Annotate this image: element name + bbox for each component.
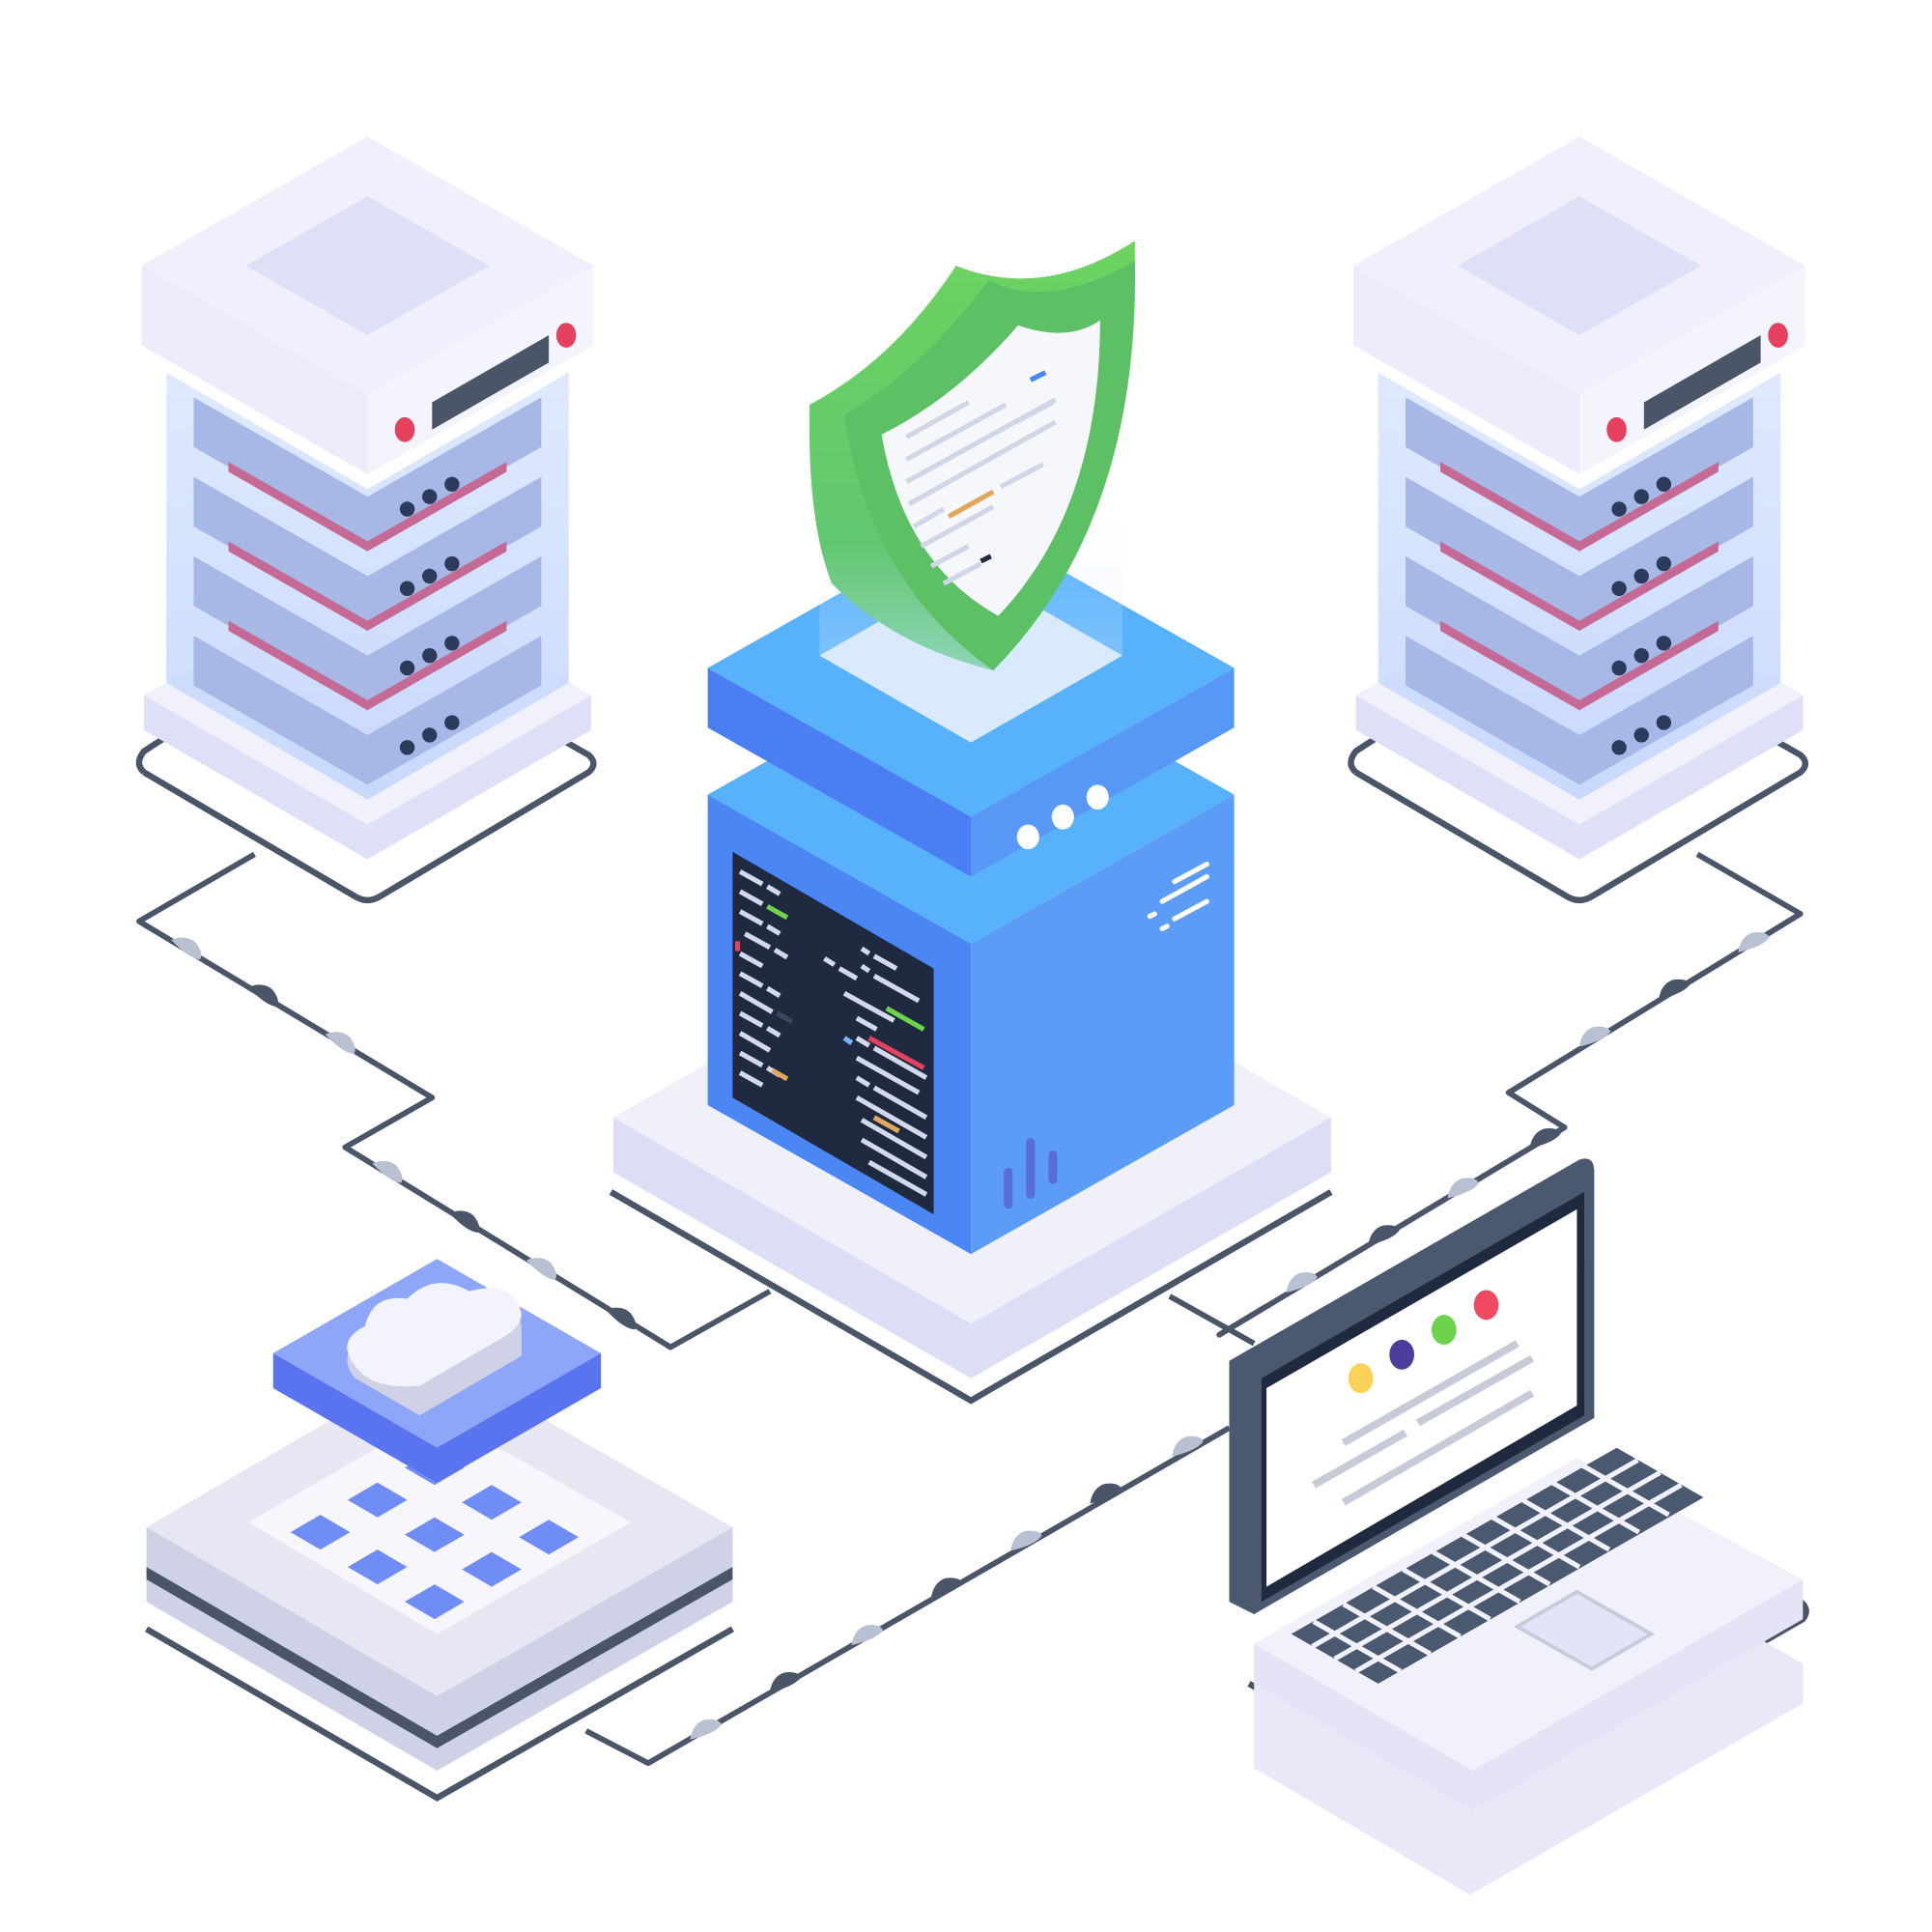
cloud-icon [347, 1283, 522, 1416]
laptop [1229, 1158, 1809, 1895]
touchpad [1513, 1589, 1656, 1671]
shield-icon [809, 241, 1135, 671]
cloud-keypad [145, 1259, 734, 1802]
security-server [609, 241, 1333, 1405]
server-left [139, 136, 593, 899]
screen-dots [1348, 1290, 1499, 1394]
server-right [1350, 136, 1804, 899]
